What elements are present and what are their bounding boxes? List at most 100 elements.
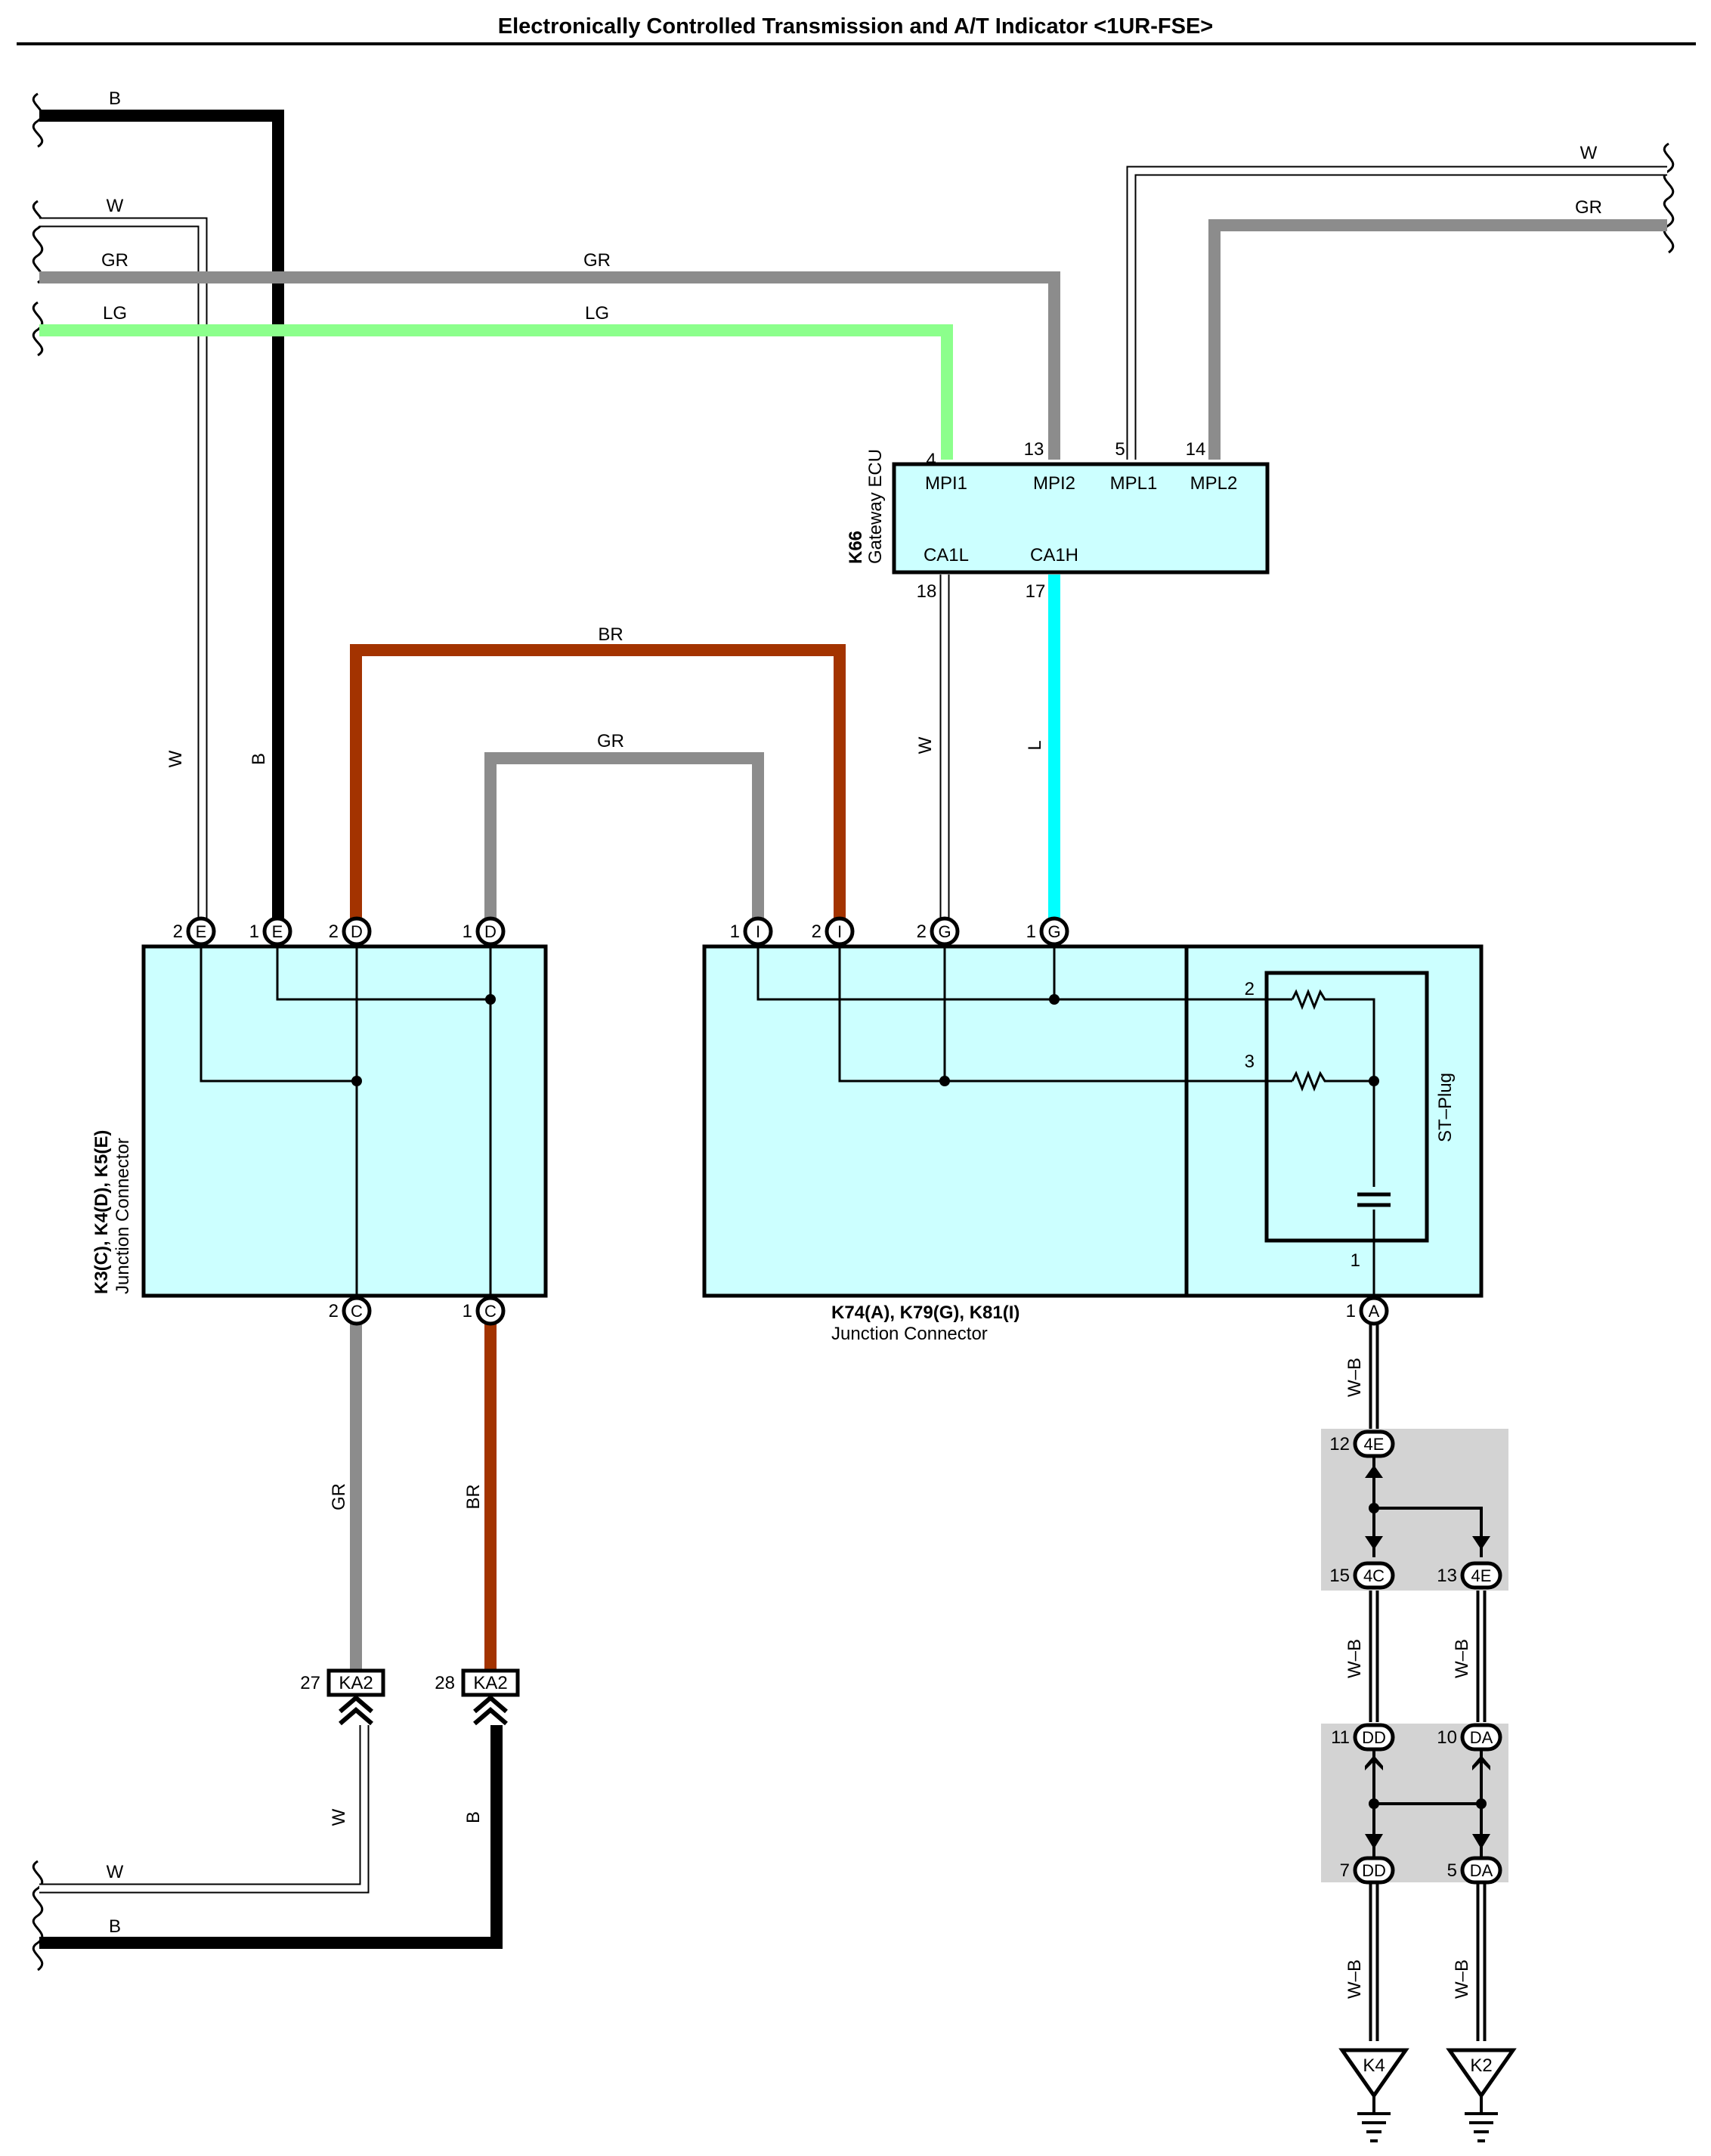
label-lg-top: LG <box>103 303 127 324</box>
jc-right-terminal-bottom-ring <box>1359 1296 1389 1326</box>
jc-right-terminal-top-letter: I <box>837 922 842 941</box>
jc-right-terminal-bottom-number: 1 <box>1346 1301 1356 1321</box>
splice-dot <box>1476 1798 1487 1809</box>
wire-gr-top-right <box>1208 219 1667 460</box>
ground-triangle-k2 <box>1446 2048 1517 2099</box>
label-b-lower: B <box>463 1811 484 1823</box>
gateway-pin-14: 14 <box>1186 439 1206 460</box>
splice-pill-lower-code: DA <box>1470 1728 1493 1747</box>
label-wb-b: W–B <box>1344 1639 1365 1678</box>
jc-left-terminal-top-number: 2 <box>173 922 183 942</box>
splice-arrow <box>1365 1755 1383 1770</box>
label-wb-a: W–B <box>1344 1358 1365 1397</box>
ka2-pin-27: 27 <box>300 1673 320 1693</box>
jc-right-id: K74(A), K79(G), K81(I) <box>831 1303 1019 1323</box>
jc-left-terminal-top-number: 2 <box>329 922 339 942</box>
jc-left-name: Junction Connector <box>113 1138 133 1294</box>
ground-label-k4: K4 <box>1363 2055 1385 2076</box>
label-w-lower: W <box>329 1808 349 1826</box>
jc-left-terminal-top-letter: E <box>196 922 207 941</box>
ground-label-k2: K2 <box>1470 2055 1492 2076</box>
jc-right-terminal-bottom-letter: A <box>1369 1302 1380 1321</box>
label-gr-lower: GR <box>329 1483 349 1510</box>
splice-pill-upper-shape <box>1353 1561 1395 1590</box>
jc-right-terminal-top-number: 2 <box>917 922 927 942</box>
jc-left-terminal-top-ring <box>342 916 372 946</box>
jc-left-terminal-bottom-ring <box>342 1296 372 1326</box>
label-b-vert: B <box>249 753 269 765</box>
label-br-loop: BR <box>598 624 623 645</box>
jc-left-terminal-bottom: C2 <box>329 1296 372 1326</box>
splice-pill-lower-pin: 11 <box>1331 1727 1350 1748</box>
jc-left-terminal-bottom-number: 2 <box>329 1301 339 1321</box>
label-gr-loop: GR <box>597 731 624 751</box>
splice-dot <box>1369 1798 1379 1809</box>
wire-br-mid <box>350 644 846 931</box>
splice-pill-upper-pin: 12 <box>1329 1434 1350 1454</box>
splice-pill-lower-pin: 7 <box>1340 1860 1350 1881</box>
wire-lg-top <box>39 324 953 460</box>
gateway-name: Gateway ECU <box>865 449 886 564</box>
wire-w-top-left <box>39 217 208 931</box>
ground-k2: K2 <box>1446 2048 1517 2142</box>
label-wb-c: W–B <box>1452 1639 1472 1678</box>
gateway-id: K66 <box>846 531 866 564</box>
label-br-lower: BR <box>463 1484 484 1509</box>
splice-arrow <box>1365 1536 1383 1550</box>
st-plug-pin-3: 3 <box>1245 1052 1255 1072</box>
jc-left-terminal-top: D2 <box>329 916 372 946</box>
wire-gr-mid <box>484 752 764 931</box>
label-gr-top-right: GR <box>1575 197 1602 218</box>
jc-right-terminal-top-letter: G <box>938 922 951 941</box>
splice-pill-lower-code: DA <box>1470 1861 1493 1880</box>
label-gr-mid: GR <box>583 250 611 271</box>
jc-right-terminal-top: I2 <box>812 916 855 946</box>
label-b-top: B <box>109 88 121 109</box>
gateway-ecu-box <box>892 462 1270 575</box>
wire-b-top <box>39 110 284 931</box>
jc-right-box <box>702 944 1484 1298</box>
jc-right-splice-dot <box>1049 994 1060 1005</box>
jc-left-terminal-top-letter: E <box>272 922 283 941</box>
jc-left-splice-dot <box>485 994 496 1005</box>
junction-connector-left: K3(C), K4(D), K5(E) Junction Connector <box>91 944 548 1298</box>
splice-arrow <box>1472 1536 1490 1550</box>
jc-right-name: Junction Connector <box>831 1324 988 1344</box>
gateway-term-mpl2: MPL2 <box>1190 473 1238 494</box>
jc-right-terminal-top-letter: G <box>1047 922 1060 941</box>
splice-pill-upper-shape <box>1353 1430 1395 1458</box>
gateway-pin-4: 4 <box>926 450 936 470</box>
splice-arrow <box>1365 1834 1383 1849</box>
jc-left-terminal-top: E1 <box>249 916 292 946</box>
label-w-bottom: W <box>107 1862 124 1882</box>
st-plug-label: ST–Plug <box>1435 1073 1456 1142</box>
st-plug-pin-2: 2 <box>1245 979 1255 999</box>
right-break-markers <box>1663 142 1675 254</box>
splice-pill-lower-code: DD <box>1362 1728 1386 1747</box>
st-plug-pin-1: 1 <box>1351 1250 1360 1271</box>
jc-right-terminal-top: I1 <box>730 916 773 946</box>
splice-arrow <box>1365 1465 1383 1478</box>
gateway-ecu: 4 13 5 14 MPI1 MPI2 MPL1 MPL2 CA1L CA1H … <box>846 439 1270 602</box>
splice-dot <box>1369 1503 1379 1513</box>
label-w-vert: W <box>166 750 186 767</box>
splice-pill-lower-pin: 5 <box>1447 1860 1457 1881</box>
gateway-term-ca1l: CA1L <box>924 545 969 565</box>
jc-right-terminal-top-number: 2 <box>812 922 821 942</box>
jc-left-terminal-bottom: C1 <box>463 1296 506 1326</box>
splice-pill-upper-pin: 15 <box>1329 1566 1350 1586</box>
jc-left-terminal-top-letter: D <box>484 922 497 941</box>
ka2-box-27 <box>326 1668 385 1697</box>
gateway-pin-5: 5 <box>1115 439 1125 460</box>
jc-right-terminal-top-ring <box>825 916 855 946</box>
ground-triangle-k4 <box>1338 2048 1409 2099</box>
wire-b-bottom <box>39 1725 503 1949</box>
splice-pill-upper-code: 4C <box>1363 1566 1385 1585</box>
label-wb-e: W–B <box>1452 1959 1472 1999</box>
jc-right-terminal-top: G1 <box>1026 916 1069 946</box>
jc-right-terminal-top-number: 1 <box>1026 922 1036 942</box>
label-wb-d: W–B <box>1344 1959 1365 1999</box>
